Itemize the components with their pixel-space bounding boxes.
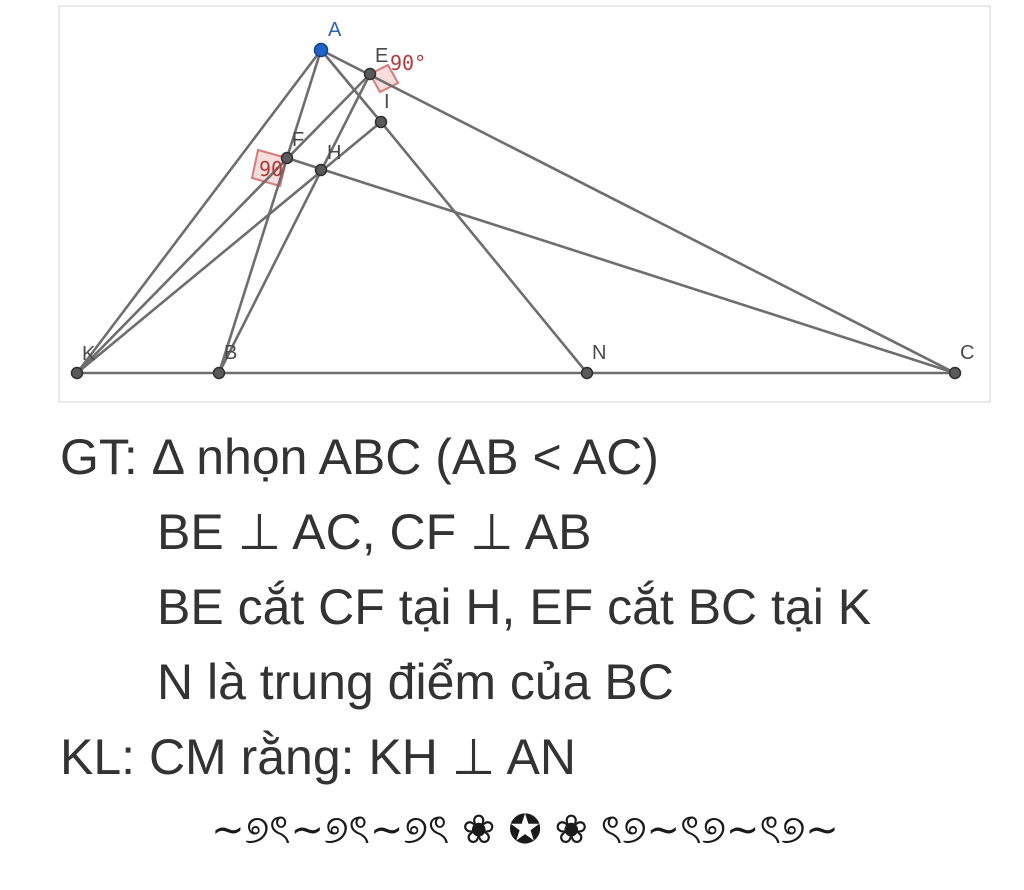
point-K — [70, 366, 84, 380]
point-F — [280, 151, 294, 165]
segment-IN — [379, 120, 589, 375]
label-I: I — [384, 91, 390, 113]
decorative-divider: ~୭ৎ~୭ৎ~୭ৎ ❀ ✪ ❀ ৎ୭~ৎ୭~ৎ୭~ — [211, 807, 839, 853]
point-B — [212, 366, 226, 380]
gt-line-4: N là trung điểm của BC — [157, 654, 674, 710]
segment-AC — [319, 48, 957, 375]
point-I — [374, 115, 388, 129]
segment-FC — [285, 156, 957, 375]
figure-frame — [58, 5, 991, 403]
label-E: E — [375, 45, 388, 67]
gt-line-2: BE ⊥ AC, CF ⊥ AB — [157, 504, 592, 560]
gt-line-3: BE cắt CF tại H, EF cắt BC tại K — [157, 579, 872, 635]
label-K: K — [82, 343, 96, 365]
point-N — [580, 366, 594, 380]
point-C — [948, 366, 962, 380]
kl-line: KL: CM rằng: KH ⊥ AN — [60, 729, 576, 785]
problem-statement: GT: Δ nhọn ABC (AB < AC) BE ⊥ AC, CF ⊥ A… — [60, 420, 1000, 795]
point-E — [363, 67, 377, 81]
segment-AK — [75, 48, 323, 375]
angle-label-E: 90° — [390, 51, 426, 75]
segment-AI — [319, 48, 383, 124]
label-H: H — [327, 142, 341, 164]
label-A: A — [328, 19, 342, 41]
label-C: C — [960, 342, 974, 364]
label-B: B — [224, 342, 237, 364]
segment-AB — [217, 48, 323, 375]
point-A — [313, 42, 329, 58]
angle-label-F: 90 — [259, 157, 283, 181]
point-H — [314, 163, 328, 177]
segment-BE — [217, 72, 372, 375]
label-F: F — [292, 129, 304, 151]
geometry-figure: 90° 90 A E I F H K B N C — [58, 5, 991, 403]
label-N: N — [592, 342, 606, 364]
gt-line-1: GT: Δ nhọn ABC (AB < AC) — [60, 429, 659, 485]
segment-KE — [75, 72, 372, 375]
segment-KI — [75, 120, 383, 375]
